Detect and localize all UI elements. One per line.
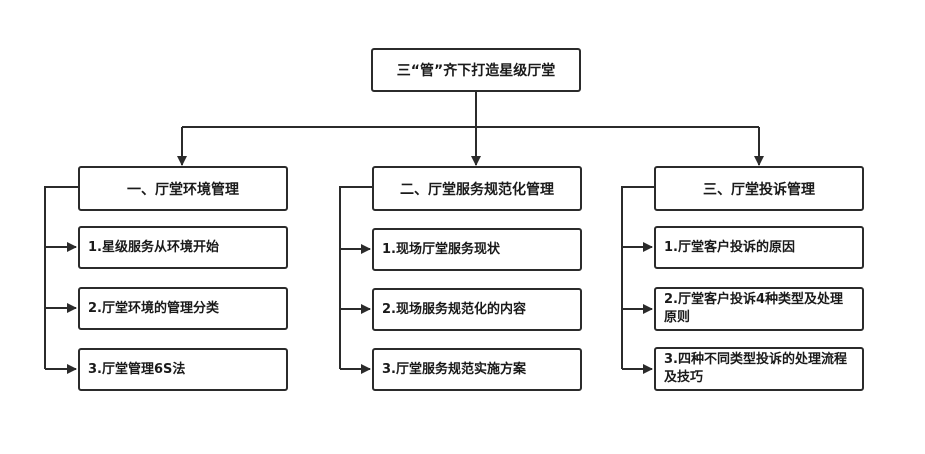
item-1-1: 1.星级服务从环境开始 bbox=[78, 226, 288, 269]
item-3-1: 1.厅堂客户投诉的原因 bbox=[654, 226, 864, 269]
item-3-2: 2.厅堂客户投诉4种类型及处理原则 bbox=[654, 287, 864, 331]
branch-1-spine bbox=[44, 186, 78, 369]
branch-3-header: 三、厅堂投诉管理 bbox=[654, 166, 864, 211]
branch-2-header: 二、厅堂服务规范化管理 bbox=[372, 166, 582, 211]
item-1-2: 2.厅堂环境的管理分类 bbox=[78, 287, 288, 330]
item-1-3: 3.厅堂管理6S法 bbox=[78, 348, 288, 391]
branch-2-spine bbox=[339, 186, 372, 369]
item-2-3: 3.厅堂服务规范实施方案 bbox=[372, 348, 582, 391]
item-3-3: 3.四种不同类型投诉的处理流程及技巧 bbox=[654, 347, 864, 391]
root-node: 三“管”齐下打造星级厅堂 bbox=[371, 48, 581, 92]
branch-1-header: 一、厅堂环境管理 bbox=[78, 166, 288, 211]
branch-3-spine bbox=[621, 186, 654, 369]
item-2-2: 2.现场服务规范化的内容 bbox=[372, 288, 582, 331]
item-2-1: 1.现场厅堂服务现状 bbox=[372, 228, 582, 271]
